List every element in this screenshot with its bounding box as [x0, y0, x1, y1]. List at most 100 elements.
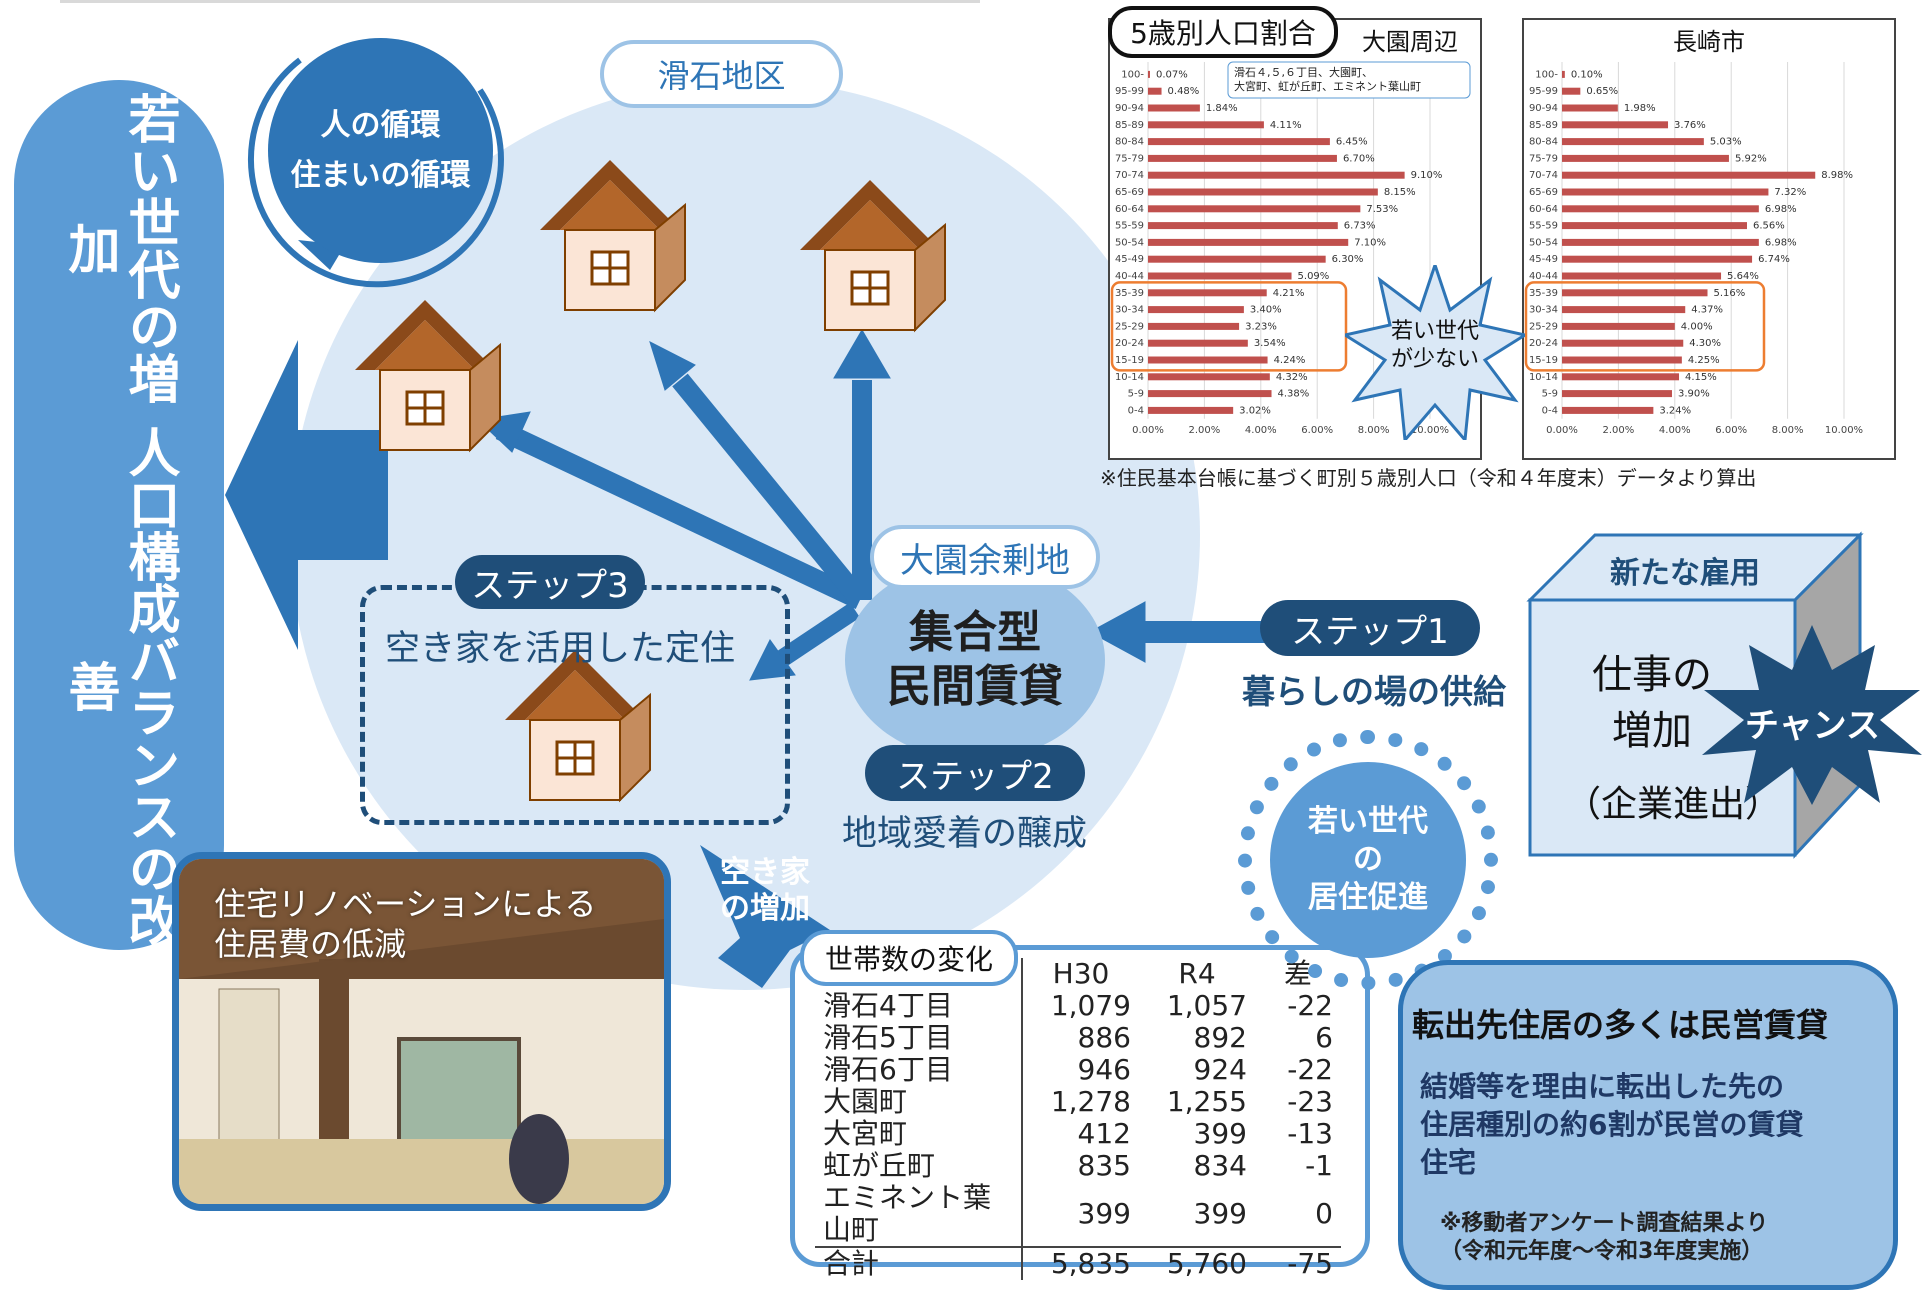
step1-desc: 暮らしの場の供給: [1242, 672, 1506, 711]
y-tick-label: 55-59: [1115, 221, 1144, 232]
highlight-box: [1524, 281, 1766, 372]
bar: [1148, 255, 1326, 263]
tenshutsu-title: 転出先住居の多くは民営賃貸: [1412, 1006, 1829, 1044]
bar: [1148, 356, 1268, 364]
table-row-label: エミネント葉山町: [815, 1182, 1023, 1247]
x-tick-label: 4.00%: [1659, 425, 1691, 436]
y-tick-label: 5-9: [1542, 389, 1558, 400]
cycle-circle: 人の循環 住まいの循環: [268, 38, 493, 263]
akiya-line1: 空き家: [720, 855, 810, 890]
data-label: 5.16%: [1714, 288, 1746, 299]
bar: [1562, 289, 1708, 297]
y-tick-label: 80-84: [1115, 137, 1144, 148]
bar: [1148, 205, 1361, 213]
bar: [1148, 238, 1349, 246]
data-label: 4.37%: [1691, 305, 1723, 316]
chart-footnote: ※住民基本台帳に基づく町別５歳別人口（令和４年度末）データより算出: [1100, 466, 1757, 490]
x-tick-label: 4.00%: [1245, 425, 1277, 436]
data-label: 8.15%: [1384, 187, 1416, 198]
step2-label: ステップ2: [865, 745, 1085, 801]
bar: [1562, 339, 1684, 347]
bar: [1148, 390, 1272, 398]
bar: [1148, 306, 1244, 314]
data-label: 4.32%: [1276, 372, 1308, 383]
data-label: 7.32%: [1774, 187, 1806, 198]
highlight-box: [1110, 281, 1348, 372]
y-tick-label: 25-29: [1529, 321, 1558, 332]
y-tick-label: 35-39: [1529, 288, 1558, 299]
table-cell: 412: [1077, 1117, 1131, 1150]
renovation-line2: 住居費の低減: [214, 925, 407, 963]
akiya-arrow: [700, 845, 830, 988]
y-tick-label: 75-79: [1115, 153, 1144, 164]
table-cell: 1,057: [1166, 989, 1247, 1022]
data-label: 3.40%: [1250, 305, 1282, 316]
data-label: 6.74%: [1758, 254, 1790, 265]
data-label: 4.21%: [1273, 288, 1305, 299]
bar: [1148, 322, 1240, 330]
y-tick-label: 50-54: [1115, 237, 1144, 248]
table-row-label: 大園町: [815, 1086, 1023, 1118]
bar: [1148, 104, 1200, 112]
tenshutsu-notes: ※移動者アンケート調査結果より （令和元年度～令和3年度実施）: [1440, 1210, 1768, 1266]
data-label: 3.02%: [1239, 405, 1271, 416]
table-header: R4: [1178, 957, 1216, 990]
y-tick-label: 40-44: [1115, 271, 1144, 282]
table-row-label: 滑石6丁目: [815, 1054, 1023, 1086]
table-cell: 924: [1193, 1053, 1247, 1086]
table-cell: 399: [1193, 1197, 1247, 1230]
table-cell: -1: [1305, 1149, 1333, 1182]
bar: [1148, 138, 1330, 146]
step2-desc: 地域愛着の醸成: [842, 814, 1088, 854]
data-label: 7.53%: [1366, 204, 1398, 215]
y-tick-label: 100-: [1535, 69, 1558, 80]
x-tick-label: 0.00%: [1546, 425, 1578, 436]
y-tick-label: 80-84: [1529, 137, 1558, 148]
x-tick-label: 2.00%: [1189, 425, 1221, 436]
data-label: 6.45%: [1336, 137, 1368, 148]
bar: [1562, 104, 1618, 112]
chart-oozono: 0.00%2.00%4.00%6.00%8.00%10.00%大園周辺滑石４,５…: [1108, 18, 1482, 460]
bar: [1562, 238, 1759, 246]
table-cell: 886: [1077, 1021, 1131, 1054]
big-left-arrow: [225, 340, 388, 650]
table-cell: 834: [1193, 1149, 1247, 1182]
bar: [1562, 154, 1729, 162]
data-label: 5.03%: [1710, 137, 1742, 148]
bar: [1562, 306, 1686, 314]
table-cell: 835: [1077, 1149, 1131, 1182]
y-tick-label: 20-24: [1115, 338, 1144, 349]
bar: [1562, 87, 1581, 95]
y-tick-label: 45-49: [1529, 254, 1558, 265]
bar: [1148, 121, 1264, 129]
table-header-row: H30 R4 差: [815, 958, 1341, 990]
y-tick-label: 50-54: [1529, 237, 1558, 248]
table-header: H30: [1052, 957, 1110, 990]
y-tick-label: 15-19: [1529, 355, 1558, 366]
y-tick-label: 10-14: [1115, 372, 1144, 383]
data-label: 5.92%: [1735, 153, 1767, 164]
data-label: 6.30%: [1332, 254, 1364, 265]
y-tick-label: 15-19: [1115, 355, 1144, 366]
data-label: 0.07%: [1156, 69, 1188, 80]
bar: [1562, 222, 1747, 230]
y-tick-label: 100-: [1121, 69, 1144, 80]
x-tick-label: 10.00%: [1411, 425, 1449, 436]
district-label: 滑石地区: [600, 40, 843, 108]
young-promo-circle: 若い世代 の 居住促進: [1270, 762, 1466, 958]
table-cell: 1,278: [1050, 1085, 1131, 1118]
x-tick-label: 0.00%: [1132, 425, 1164, 436]
tenshutsu-note2: （令和元年度～令和3年度実施）: [1440, 1239, 1764, 1264]
y-tick-label: 30-34: [1115, 305, 1144, 316]
data-label: 1.98%: [1624, 103, 1656, 114]
cycle-line1: 人の循環: [320, 107, 441, 143]
bar: [1562, 390, 1672, 398]
data-label: 3.23%: [1245, 321, 1277, 332]
bar: [1148, 339, 1248, 347]
tenshutsu-note1: ※移動者アンケート調査結果より: [1440, 1211, 1769, 1236]
chart-title: 大園周辺: [1362, 28, 1458, 56]
